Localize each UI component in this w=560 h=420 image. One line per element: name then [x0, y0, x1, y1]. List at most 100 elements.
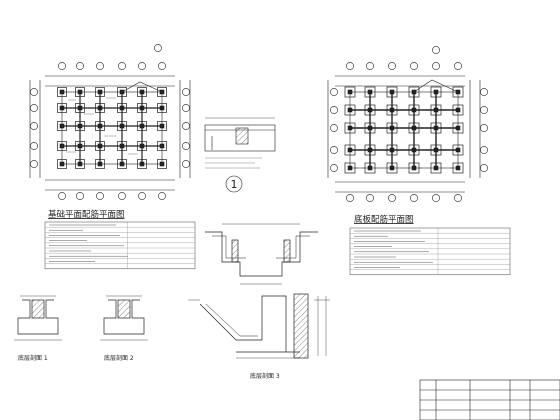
column: [97, 161, 103, 167]
column-footing: [137, 121, 147, 131]
column-footing: [430, 144, 442, 156]
axis-bubble: [58, 192, 66, 200]
axis-bubble: [158, 192, 166, 200]
column-footing: [452, 104, 464, 116]
column: [455, 125, 461, 131]
footing-section-b: [100, 295, 148, 341]
detail-1-drawing: [204, 117, 276, 193]
column: [159, 105, 165, 111]
detail-marker: 1: [231, 178, 238, 191]
column: [389, 165, 395, 171]
column-footing: [117, 87, 127, 97]
axis-bubble: [366, 194, 374, 202]
column-footing: [364, 122, 376, 134]
column-footing: [57, 141, 67, 151]
column: [97, 123, 103, 129]
column-footing: [117, 159, 127, 169]
column: [455, 107, 461, 113]
axis-bubble: [30, 122, 38, 130]
column: [97, 105, 103, 111]
column-footing: [430, 86, 442, 98]
column: [139, 123, 145, 129]
column: [347, 147, 353, 153]
axis-bubble: [118, 192, 126, 200]
axis-bubble: [58, 62, 66, 70]
column-footing: [157, 103, 167, 113]
column-footing: [344, 104, 356, 116]
column: [119, 89, 125, 95]
column-footing: [157, 141, 167, 151]
column-footing: [344, 86, 356, 98]
column-footing: [452, 86, 464, 98]
column: [367, 147, 373, 153]
column: [411, 125, 417, 131]
title-block: [419, 379, 560, 420]
column-footing: [57, 87, 67, 97]
column: [367, 125, 373, 131]
column: [59, 161, 65, 167]
axis-bubble: [346, 194, 354, 202]
column: [159, 161, 165, 167]
column: [77, 161, 83, 167]
column-footing: [95, 103, 105, 113]
column: [411, 165, 417, 171]
axis-bubble: [138, 62, 146, 70]
column: [77, 143, 83, 149]
axis-bubble: [388, 62, 396, 70]
column-footing: [57, 159, 67, 169]
column: [411, 89, 417, 95]
axis-bubble: [330, 146, 338, 154]
column: [367, 107, 373, 113]
column-footing: [408, 86, 420, 98]
column: [389, 89, 395, 95]
axis-bubble: [96, 62, 104, 70]
column: [347, 107, 353, 113]
axis-bubble: [118, 62, 126, 70]
column: [59, 143, 65, 149]
axis-bubble: [480, 146, 488, 154]
column: [77, 105, 83, 111]
axis-bubble: [432, 46, 440, 54]
column: [389, 125, 395, 131]
right-notes-table: [349, 227, 511, 276]
column-footing: [386, 162, 398, 174]
column: [455, 89, 461, 95]
trench-section-detail: [205, 223, 318, 285]
column-footing: [364, 144, 376, 156]
column: [59, 123, 65, 129]
axis-bubble: [182, 104, 190, 112]
column-footing: [386, 122, 398, 134]
axis-bubble: [410, 62, 418, 70]
column: [367, 165, 373, 171]
axis-bubble: [76, 192, 84, 200]
column-footing: [137, 87, 147, 97]
column-footing: [408, 122, 420, 134]
column: [367, 89, 373, 95]
column-footing: [364, 162, 376, 174]
axis-bubble: [30, 142, 38, 150]
section-label-2: 底层剖面 2: [104, 354, 134, 362]
column-footing: [386, 104, 398, 116]
footing-section-a: [14, 295, 62, 341]
axis-bubble: [182, 160, 190, 168]
axis-bubble: [96, 192, 104, 200]
axis-bubble: [346, 62, 354, 70]
axis-bubble: [182, 142, 190, 150]
axis-bubble: [158, 62, 166, 70]
right-slab-plan: [327, 46, 488, 202]
axis-bubble: [138, 192, 146, 200]
column-footing: [344, 144, 356, 156]
axis-bubble: [454, 62, 462, 70]
column: [119, 123, 125, 129]
column-footing: [137, 103, 147, 113]
column: [159, 123, 165, 129]
axis-bubble: [330, 164, 338, 172]
column: [411, 107, 417, 113]
column-footing: [157, 159, 167, 169]
column-footing: [386, 144, 398, 156]
column-footing: [430, 162, 442, 174]
column-footing: [117, 121, 127, 131]
axis-bubble: [480, 124, 488, 132]
column-footing: [452, 144, 464, 156]
